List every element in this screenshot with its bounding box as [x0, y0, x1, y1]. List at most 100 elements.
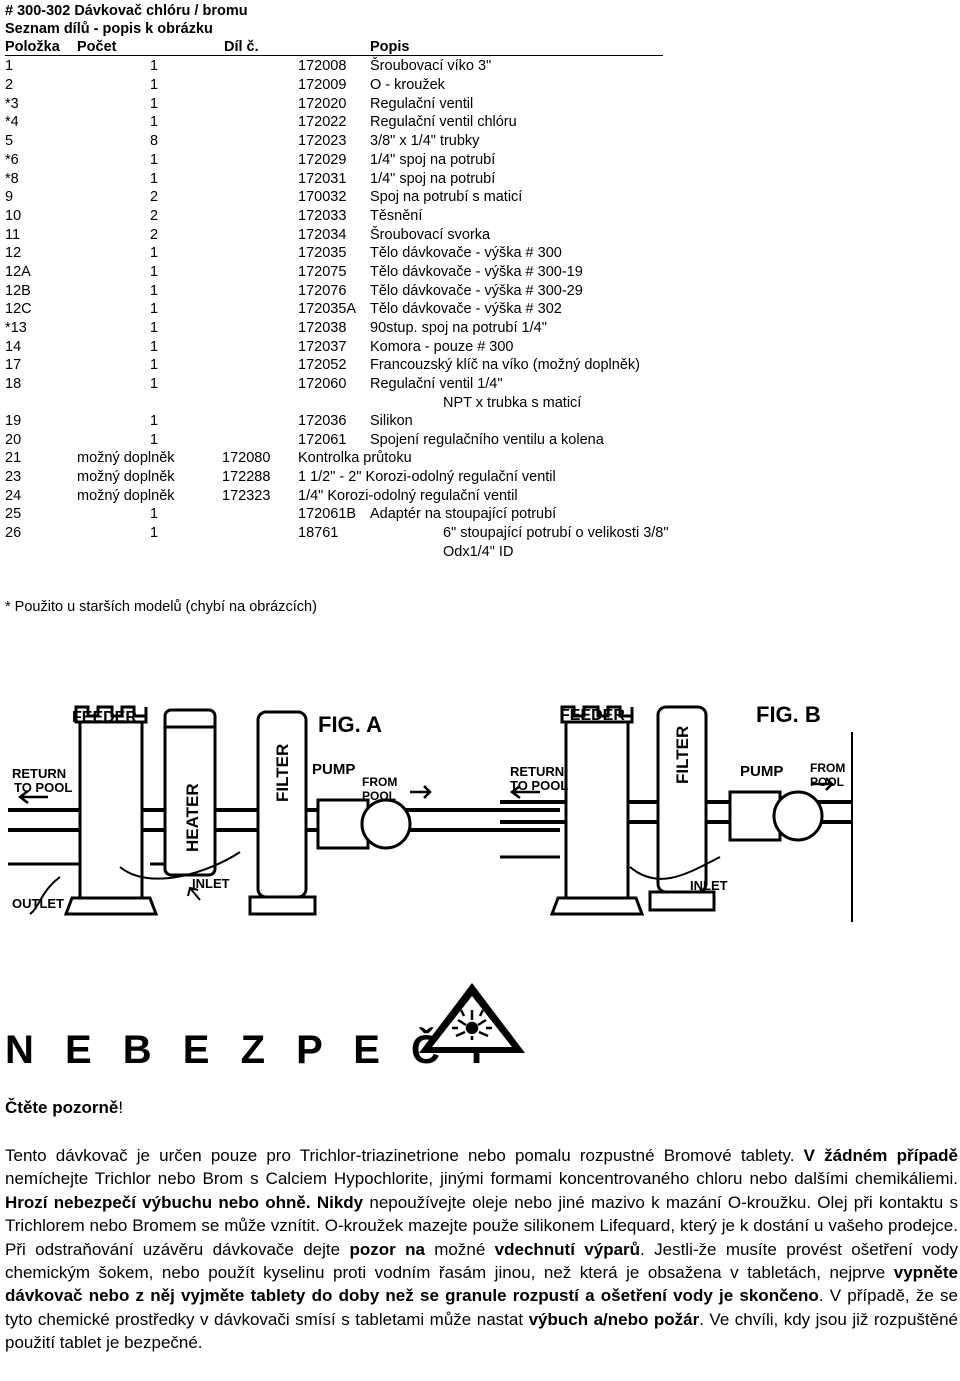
column-header-part: Díl č.	[224, 39, 259, 55]
row-description: 6" stoupající potrubí o velikosti 3/8"	[443, 525, 669, 541]
fig-a-title: FIG. A	[318, 712, 382, 737]
row-description: Adaptér na stoupající potrubí	[370, 506, 557, 522]
row-part-number: 172060	[298, 376, 347, 392]
row-part-number: 172033	[298, 208, 347, 224]
feeder-cap	[74, 705, 148, 724]
warning-segment: možné	[424, 1239, 495, 1259]
row-description: 3/8" x 1/4" trubky	[370, 133, 480, 149]
row-description: Těsnění	[370, 208, 423, 224]
row-description: Francouzský klíč na víko (možný doplněk)	[370, 357, 640, 373]
row-part-number: 172009	[298, 77, 347, 93]
row-description: 1/4" spoj na potrubí	[370, 171, 496, 187]
fig-a-feeder-label: FEEDER	[72, 709, 137, 726]
row-description-continued: NPT x trubka s maticí	[443, 395, 582, 411]
warning-segment: . Jestli-že musíte provést ošetření vody…	[5, 1239, 958, 1283]
row-part-number: 172035	[298, 245, 347, 261]
row-description: Šroubovací svorka	[370, 227, 491, 243]
row-position: 17	[5, 357, 22, 373]
row-position: 20	[5, 432, 22, 448]
pump-motor	[772, 790, 824, 842]
warning-emphasis: pozor na	[349, 1239, 425, 1259]
row-position: *3	[5, 96, 19, 112]
installation-figures: FEEDER RETURN TO POOL HEATER FILTER FIG.…	[8, 702, 853, 922]
row-quantity: 8	[150, 133, 159, 149]
explosive-hazard-icon	[419, 983, 525, 1053]
row-part-number: 172288	[222, 469, 271, 485]
filter-body	[256, 710, 308, 899]
fig-b-title: FIG. B	[756, 702, 821, 727]
row-description: Tělo dávkovače - výška # 300-29	[370, 283, 583, 299]
warning-segment: Tento dávkovač je určen pouze pro Trichl…	[5, 1146, 804, 1165]
table-row: 17 1 172052 Francouzský klíč na víko (možný…	[0, 356, 960, 375]
warning-segment: . V případě, že se tyto chemické prostře…	[5, 1286, 959, 1329]
row-description-continued: Odx1/4" ID	[443, 544, 514, 560]
row-description: Komora - pouze # 300	[370, 339, 514, 355]
document-subtitle: Seznam dílů - popis k obrázku	[5, 21, 213, 37]
row-description: 1 1/2" - 2" Korozi-odolný regulační vent…	[298, 469, 556, 485]
fig-a-filter-label: FILTER	[273, 744, 292, 802]
row-quantity: 2	[150, 189, 159, 205]
row-quantity: 1	[150, 96, 159, 112]
row-quantity: 1	[150, 58, 159, 74]
warning-emphasis: Nikdy	[316, 1192, 364, 1212]
row-part-number: 172035A	[298, 301, 357, 317]
fig-a-return-label: RETURN	[12, 766, 66, 781]
row-position: 23	[5, 469, 22, 485]
row-part-number: 18761	[298, 525, 339, 541]
row-position: 24	[5, 488, 22, 504]
column-header-rule	[5, 55, 663, 56]
warning-emphasis: vypněte dávkovač nebo z něj vyjměte tabl…	[5, 1263, 958, 1306]
row-description: 1/4" Korozi-odolný regulační ventil	[298, 488, 518, 504]
row-part-number: 172052	[298, 357, 347, 373]
row-part-number: 172061B	[298, 506, 357, 522]
fig-a-heater-label: HEATER	[183, 783, 202, 852]
row-description: Tělo dávkovače - výška # 302	[370, 301, 562, 317]
fig-b-pump-label: PUMP	[740, 763, 783, 780]
fig-b-filter-label: FILTER	[673, 726, 692, 784]
row-position: 1	[5, 58, 14, 74]
fig-b-feeder-label: FEEDER	[560, 707, 625, 724]
row-quantity: 1	[150, 245, 159, 261]
row-description: Regulační ventil	[370, 96, 474, 112]
row-quantity: 1	[150, 171, 159, 187]
row-part-number: 172023	[298, 133, 347, 149]
row-part-number: 170032	[298, 189, 347, 205]
row-part-number: 172034	[298, 227, 347, 243]
row-position: 11	[5, 227, 21, 243]
row-part-number: 172076	[298, 283, 347, 299]
row-part-number: 172038	[298, 320, 347, 336]
row-position: *13	[5, 320, 27, 336]
warning-segment: . Ve chvíli, kdy jsou již rozpuštěné pou…	[5, 1309, 958, 1353]
row-quantity: 1	[150, 264, 159, 280]
row-position: 5	[5, 133, 14, 149]
row-position: 12B	[5, 283, 31, 299]
column-header-quantity: Počet	[77, 39, 117, 55]
row-description: Regulační ventil 1/4"	[370, 376, 503, 392]
row-position: 25	[5, 506, 22, 522]
row-quantity: 1	[150, 432, 159, 448]
warning-emphasis: Hrozí nebezpečí výbuchu nebo ohně.	[5, 1192, 311, 1212]
feeder-cap	[560, 705, 634, 724]
row-position: *8	[5, 171, 19, 187]
fig-a-from-label: FROM	[362, 775, 397, 789]
row-quantity: 1	[150, 357, 159, 373]
row-position: 2	[5, 77, 14, 93]
row-part-number: 172075	[298, 264, 347, 280]
fig-a-pump-label: PUMP	[312, 761, 355, 778]
row-quantity: 1	[150, 320, 159, 336]
row-description: Šroubovací víko 3"	[370, 58, 492, 74]
fig-b-inlet-label: INLET	[690, 878, 728, 893]
